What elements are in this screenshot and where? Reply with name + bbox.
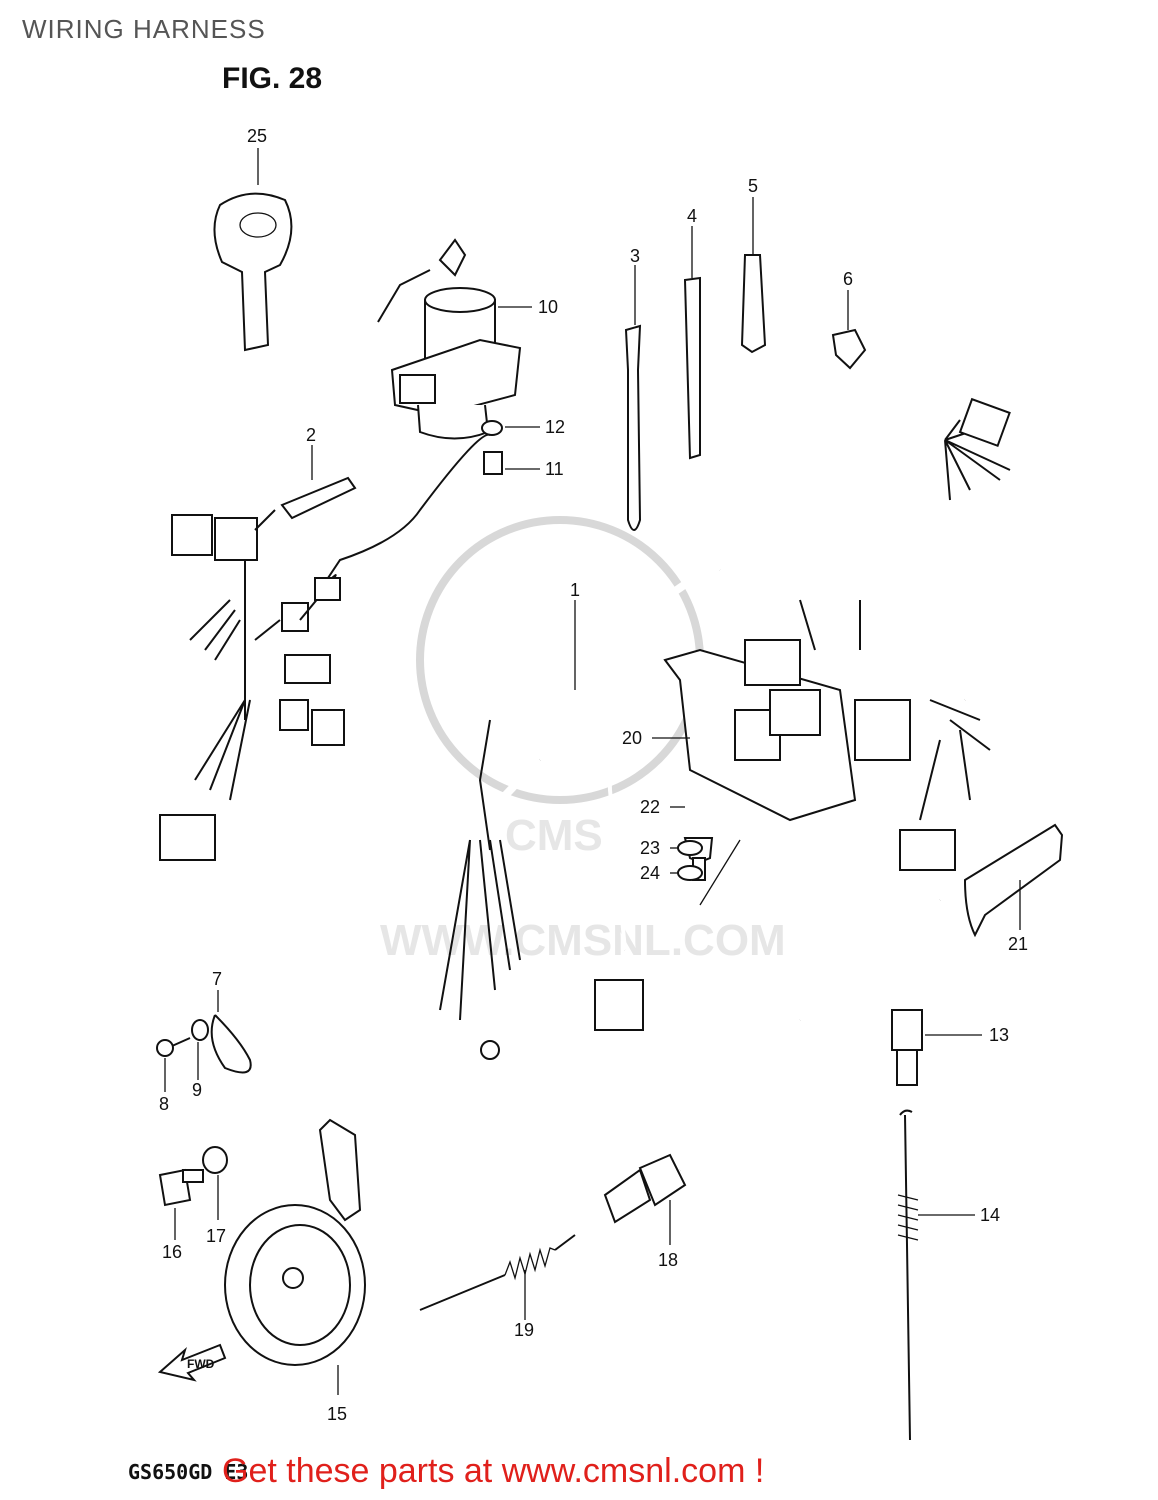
part-19-spring[interactable] [419,1234,576,1311]
page-title: WIRING HARNESS [22,14,266,44]
callout-3: 3 [630,246,640,266]
part-24-lock-washer[interactable] [677,865,703,881]
callout-25: 25 [247,126,267,146]
callout-19: 19 [514,1320,534,1340]
callout-23: 23 [640,838,660,858]
model-code: GS650GD E3 [128,1460,249,1484]
watermark-text: WWW.CMSNL.COM [380,916,786,965]
part-23-washer[interactable] [677,840,703,856]
callout-12: 12 [545,417,565,437]
part-6-clamp[interactable] [831,328,867,370]
part-14-spring-rod[interactable] [897,1109,919,1441]
part-8-screw[interactable] [156,1037,191,1057]
figure-label: FIG. 28 [222,62,323,95]
part-21-cover[interactable] [963,823,1064,938]
callout-9: 9 [192,1080,202,1100]
callout-21: 21 [1008,934,1028,954]
part-5-clamp[interactable] [740,254,767,354]
callout-18: 18 [658,1250,678,1270]
part-10-ignition-switch[interactable] [377,238,522,440]
part-7-clip[interactable] [210,1014,252,1074]
callout-11: 11 [545,459,564,479]
callout-10: 10 [538,297,558,317]
part-15-horn[interactable] [224,1118,366,1366]
part-17-washer[interactable] [202,1146,228,1174]
callout-16: 16 [162,1242,182,1262]
cta-link[interactable]: Get these parts at www.cmsnl.com ! [222,1452,765,1490]
callout-14: 14 [980,1205,1000,1225]
callout-7: 7 [212,969,222,989]
callouts: 25 10 12 11 2 3 4 5 6 1 20 22 23 24 21 1… [159,126,1028,1424]
fwd-label: FWD [187,1357,215,1371]
watermark: CMS WWW.CMSNL.COM [380,516,786,965]
part-4-tie[interactable] [683,276,701,460]
part-9-washer[interactable] [191,1019,209,1041]
callout-8: 8 [159,1094,169,1114]
callout-24: 24 [640,863,660,883]
callout-6: 6 [843,269,853,289]
part-13-rear-brake-switch[interactable] [891,898,943,1086]
part-1-main-harness[interactable] [246,397,1011,1060]
callout-13: 13 [989,1025,1009,1045]
fwd-arrow: FWD [157,1343,227,1382]
part-16-bolt[interactable] [158,1168,204,1207]
part-11-nut[interactable] [483,451,503,475]
part-12-washer[interactable] [481,420,503,436]
callout-15: 15 [327,1404,347,1424]
part-2-sub-harness[interactable] [159,433,491,861]
callout-17: 17 [206,1226,226,1246]
watermark-logo-text: CMS [505,811,603,860]
callout-1: 1 [570,580,580,600]
part-3-band[interactable] [624,324,642,531]
leader-lines [164,148,1021,1395]
part-18-front-brake-switch[interactable] [603,1019,802,1224]
callout-22: 22 [640,797,660,817]
callout-2: 2 [306,425,316,445]
callout-20: 20 [622,728,642,748]
callout-5: 5 [748,176,758,196]
part-20-relay-bracket[interactable] [663,599,991,871]
part-25-key[interactable] [213,192,293,352]
callout-4: 4 [687,206,697,226]
